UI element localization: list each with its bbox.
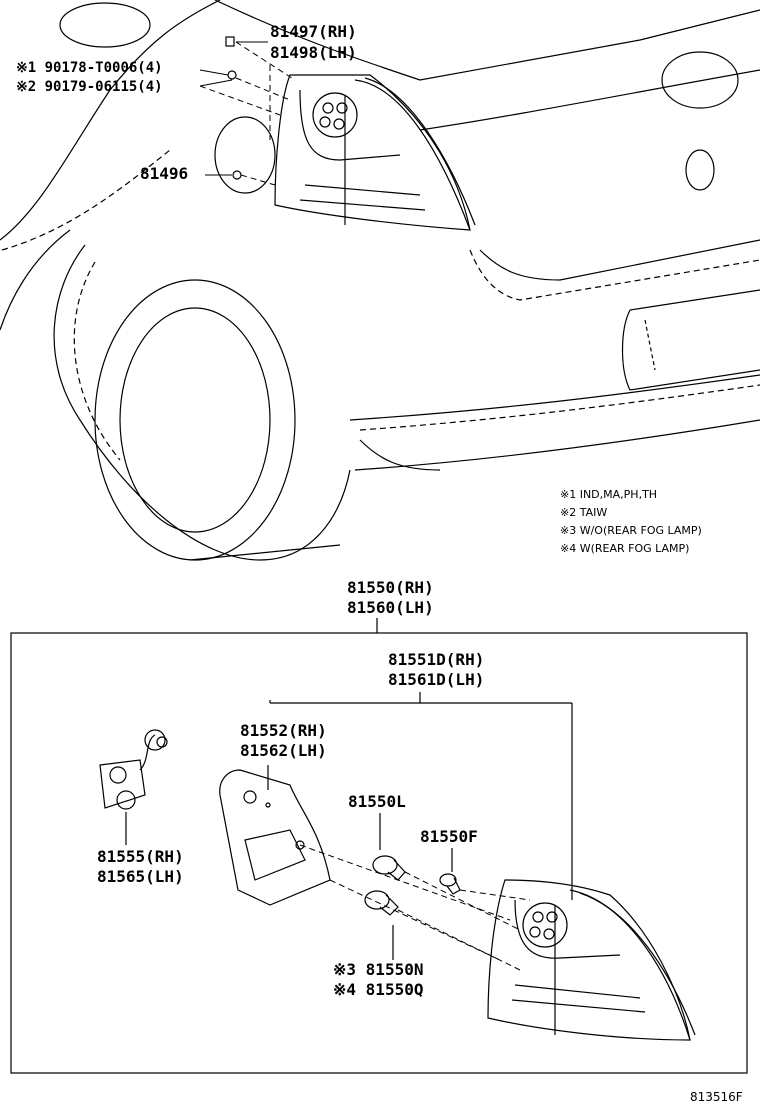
assembly-box (10, 618, 748, 1074)
car-body (0, 0, 760, 561)
lamp-on-car (274, 74, 476, 231)
label-81551d-rh: 81551D(RH) (388, 650, 485, 669)
label-81555-rh: 81555(RH) (97, 847, 184, 866)
label-81497-rh: 81497(RH) (270, 22, 357, 41)
label-81561d-lh: 81561D(LH) (388, 670, 485, 689)
label-81550-rh: 81550(RH) (347, 578, 434, 597)
label-81550f: 81550F (420, 827, 478, 846)
note-3: ※3 W/O(REAR FOG LAMP) (560, 524, 702, 537)
label-81550l: 81550L (348, 792, 406, 811)
bulbs (364, 855, 461, 916)
label-81560-lh: 81560(LH) (347, 598, 434, 617)
label-81565-lh: 81565(LH) (97, 867, 184, 886)
socket-wire-81555 (99, 729, 168, 810)
note-1: ※1 IND,MA,PH,TH (560, 488, 658, 501)
bracket-81552 (219, 769, 331, 906)
note-2: ※2 TAIW (560, 506, 608, 519)
label-81550q: ※4 81550Q (333, 980, 424, 999)
label-81550n: ※3 81550N (333, 960, 424, 979)
label-81562-lh: 81562(LH) (240, 741, 327, 760)
lamp-unit (487, 879, 696, 1041)
top-leaders (199, 41, 296, 186)
label-81496: 81496 (140, 164, 189, 183)
bulb-leaders (299, 844, 531, 971)
label-81552-rh: 81552(RH) (240, 721, 327, 740)
label-81498-lh: 81498(LH) (270, 43, 357, 62)
fasteners (225, 36, 242, 180)
label-90178: ※1 90178-T0006(4) (16, 60, 163, 76)
note-4: ※4 W(REAR FOG LAMP) (560, 542, 690, 555)
label-90179: ※2 90179-06115(4) (16, 79, 163, 95)
figure-id: 813516F (690, 1090, 743, 1104)
